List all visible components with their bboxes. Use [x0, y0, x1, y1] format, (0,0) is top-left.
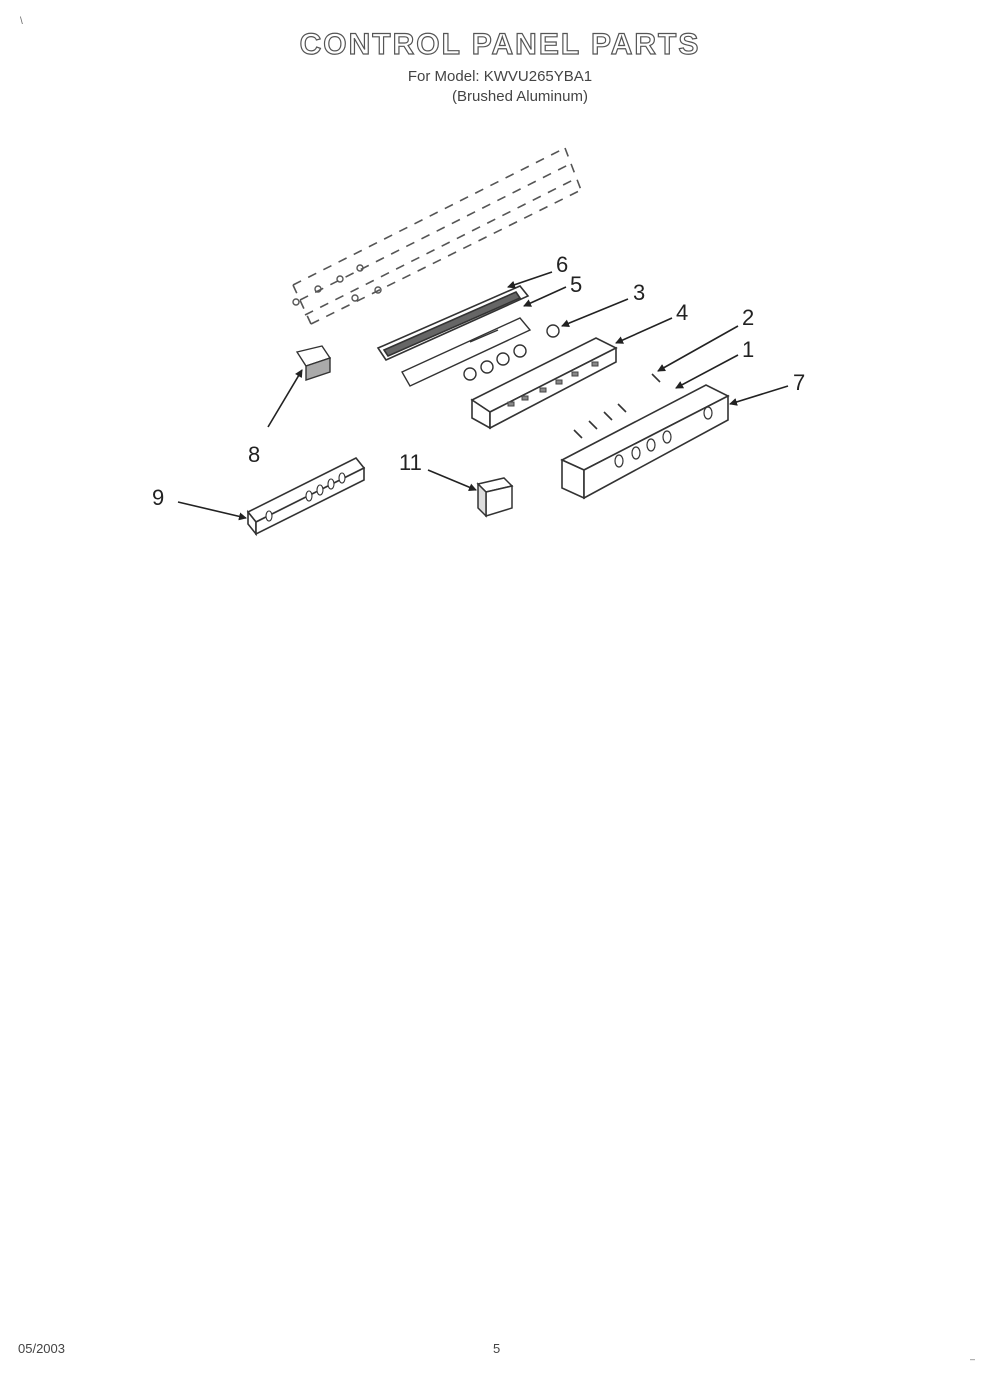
- part-6-trim-strip: [376, 285, 530, 362]
- part-8-clip: [295, 345, 332, 381]
- scan-mark-top-left: \: [20, 16, 23, 27]
- part-2-screws: [573, 373, 661, 439]
- part-4-control-housing: [470, 337, 618, 430]
- model-number: For Model: KWVU265YBA1: [407, 68, 593, 85]
- part-3-knobs: [463, 324, 560, 381]
- callout-2: 2: [742, 305, 754, 330]
- part-5-plate: [401, 317, 532, 387]
- callout-1: 1: [742, 337, 754, 362]
- callout-6: 6: [556, 252, 568, 277]
- scan-mark-bottom-right: –: [970, 1354, 976, 1364]
- page-number: 5: [493, 1341, 501, 1356]
- date-code: 05/2003: [18, 1341, 65, 1356]
- part-9-trim-panel: [246, 456, 366, 537]
- console-phantom-screws: [292, 264, 382, 306]
- callout-3: 3: [633, 280, 645, 305]
- callout-11: 11: [399, 450, 422, 475]
- callout-9: 9: [152, 485, 164, 510]
- callout-4: 4: [676, 300, 688, 325]
- callout-5: 5: [570, 272, 582, 297]
- page-title: CONTROL PANEL PARTS: [299, 27, 701, 61]
- part-11-bracket: [476, 477, 514, 518]
- callout-8: 8: [248, 442, 260, 467]
- callout-7: 7: [793, 370, 805, 395]
- part-7-front-panel: [560, 384, 730, 500]
- console-phantom-outline: [292, 147, 582, 325]
- callout-leaders: [177, 271, 789, 521]
- finish-description: (Brushed Aluminum): [452, 88, 588, 105]
